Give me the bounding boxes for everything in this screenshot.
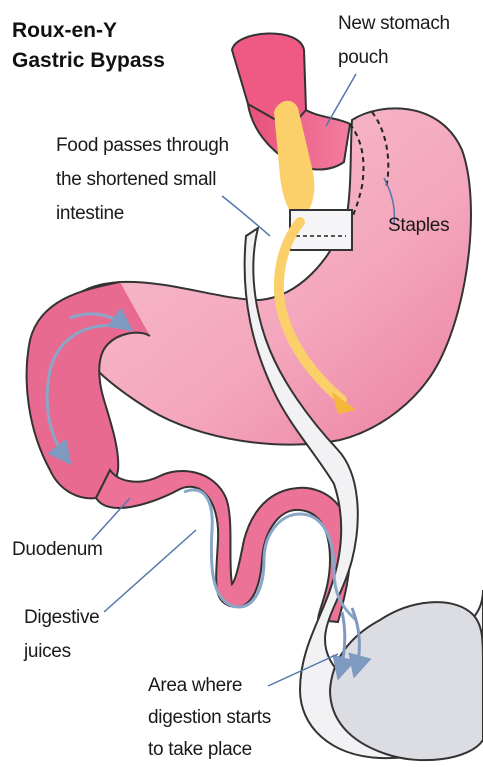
label-pouch-line2: pouch bbox=[338, 44, 388, 72]
label-staples: Staples bbox=[388, 212, 449, 240]
leader-juices bbox=[104, 530, 196, 612]
label-digestion-line3: to take place bbox=[148, 736, 252, 764]
leader-pouch bbox=[326, 74, 356, 126]
label-digestion-line1: Area where bbox=[148, 672, 242, 700]
label-pouch-line1: New stomach bbox=[338, 10, 450, 38]
lower-intestine bbox=[330, 602, 483, 760]
label-juices-line2: juices bbox=[24, 638, 71, 666]
leader-food bbox=[222, 196, 270, 236]
label-duodenum: Duodenum bbox=[12, 536, 103, 564]
label-digestion-line2: digestion starts bbox=[148, 704, 271, 732]
label-food-line3: intestine bbox=[56, 200, 124, 228]
label-juices-line1: Digestive bbox=[24, 604, 99, 632]
label-food-line1: Food passes through bbox=[56, 132, 229, 160]
diagram-title-line1: Roux-en-Y bbox=[12, 16, 117, 45]
label-food-line2: the shortened small bbox=[56, 166, 216, 194]
diagram-title-line2: Gastric Bypass bbox=[12, 46, 165, 75]
